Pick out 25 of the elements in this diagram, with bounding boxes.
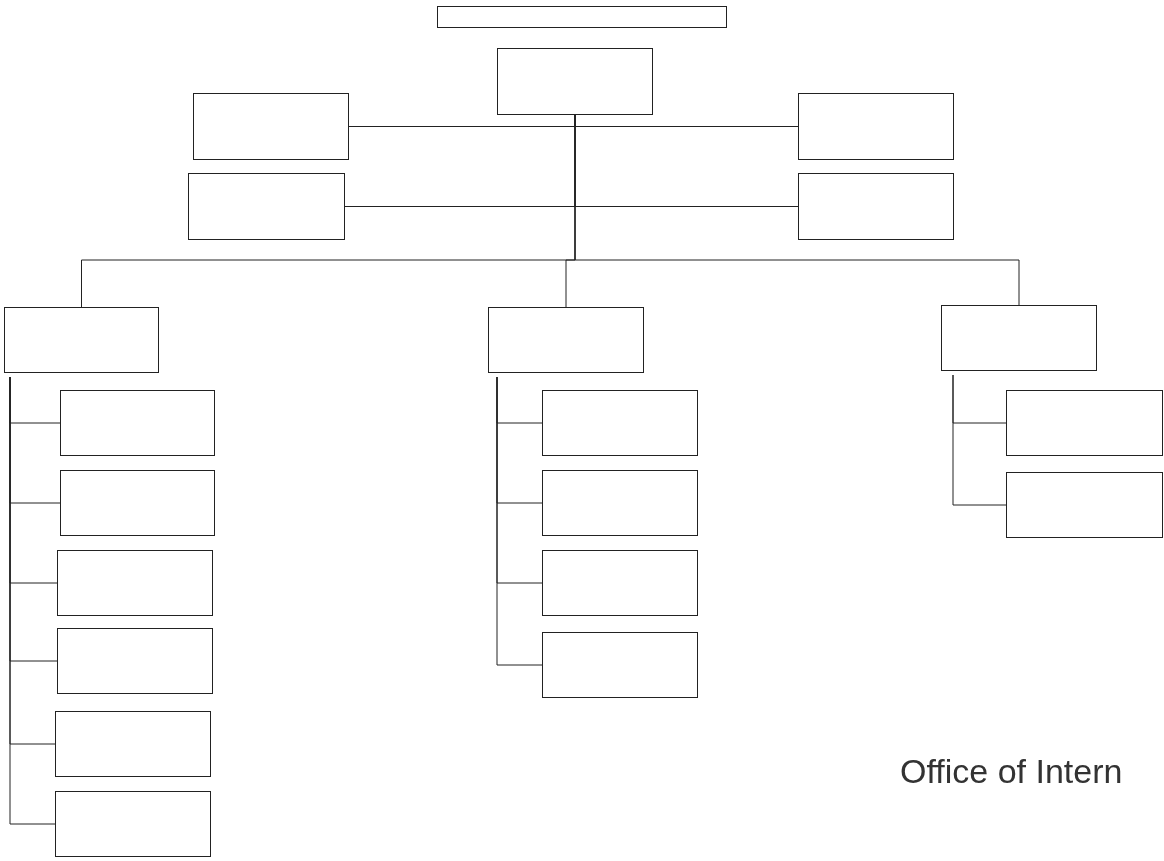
org-chart-box [1006, 390, 1163, 456]
org-chart-box [941, 305, 1097, 371]
org-chart-box [188, 173, 345, 240]
org-chart-box [57, 550, 213, 616]
org-chart-box [193, 93, 349, 160]
connector-line [952, 374, 1007, 506]
org-chart-box [60, 470, 215, 536]
connector-line [9, 376, 56, 825]
org-chart-box [542, 632, 698, 698]
org-chart-box [542, 390, 698, 456]
org-chart-box [1006, 472, 1163, 538]
org-chart-box [798, 173, 954, 240]
org-chart-box [542, 550, 698, 616]
org-chart-box [488, 307, 644, 373]
org-chart-box [57, 628, 213, 694]
note-text: Office of Intern [900, 752, 1123, 791]
org-chart-box [55, 791, 211, 857]
connector-line [496, 376, 543, 666]
org-chart-box [55, 711, 211, 777]
org-chart-box [437, 6, 727, 28]
org-chart-box [4, 307, 159, 373]
org-chart-box [60, 390, 215, 456]
org-chart-box [497, 48, 653, 115]
org-chart-box [542, 470, 698, 536]
org-chart-box [798, 93, 954, 160]
